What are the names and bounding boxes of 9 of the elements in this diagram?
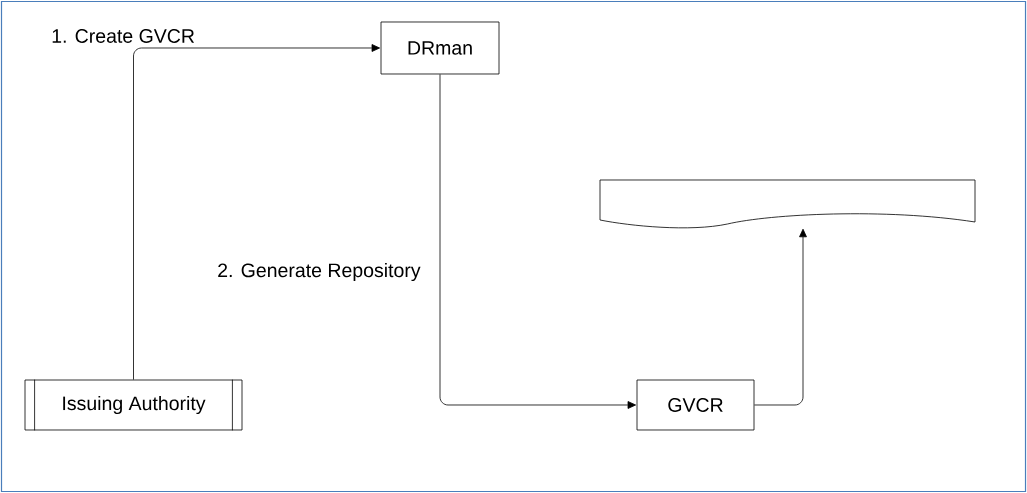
edge-label: 2. Generate Repository xyxy=(216,261,422,283)
edge-label: 1. Create GVCR xyxy=(50,28,196,44)
process-box: Issuing Authority xyxy=(24,379,243,431)
arrow xyxy=(754,228,807,406)
arrow xyxy=(439,74,637,409)
process-box: GVCR xyxy=(636,379,755,431)
document-shape xyxy=(599,179,976,229)
arrow xyxy=(133,44,380,380)
process-box: DRman xyxy=(380,21,500,75)
